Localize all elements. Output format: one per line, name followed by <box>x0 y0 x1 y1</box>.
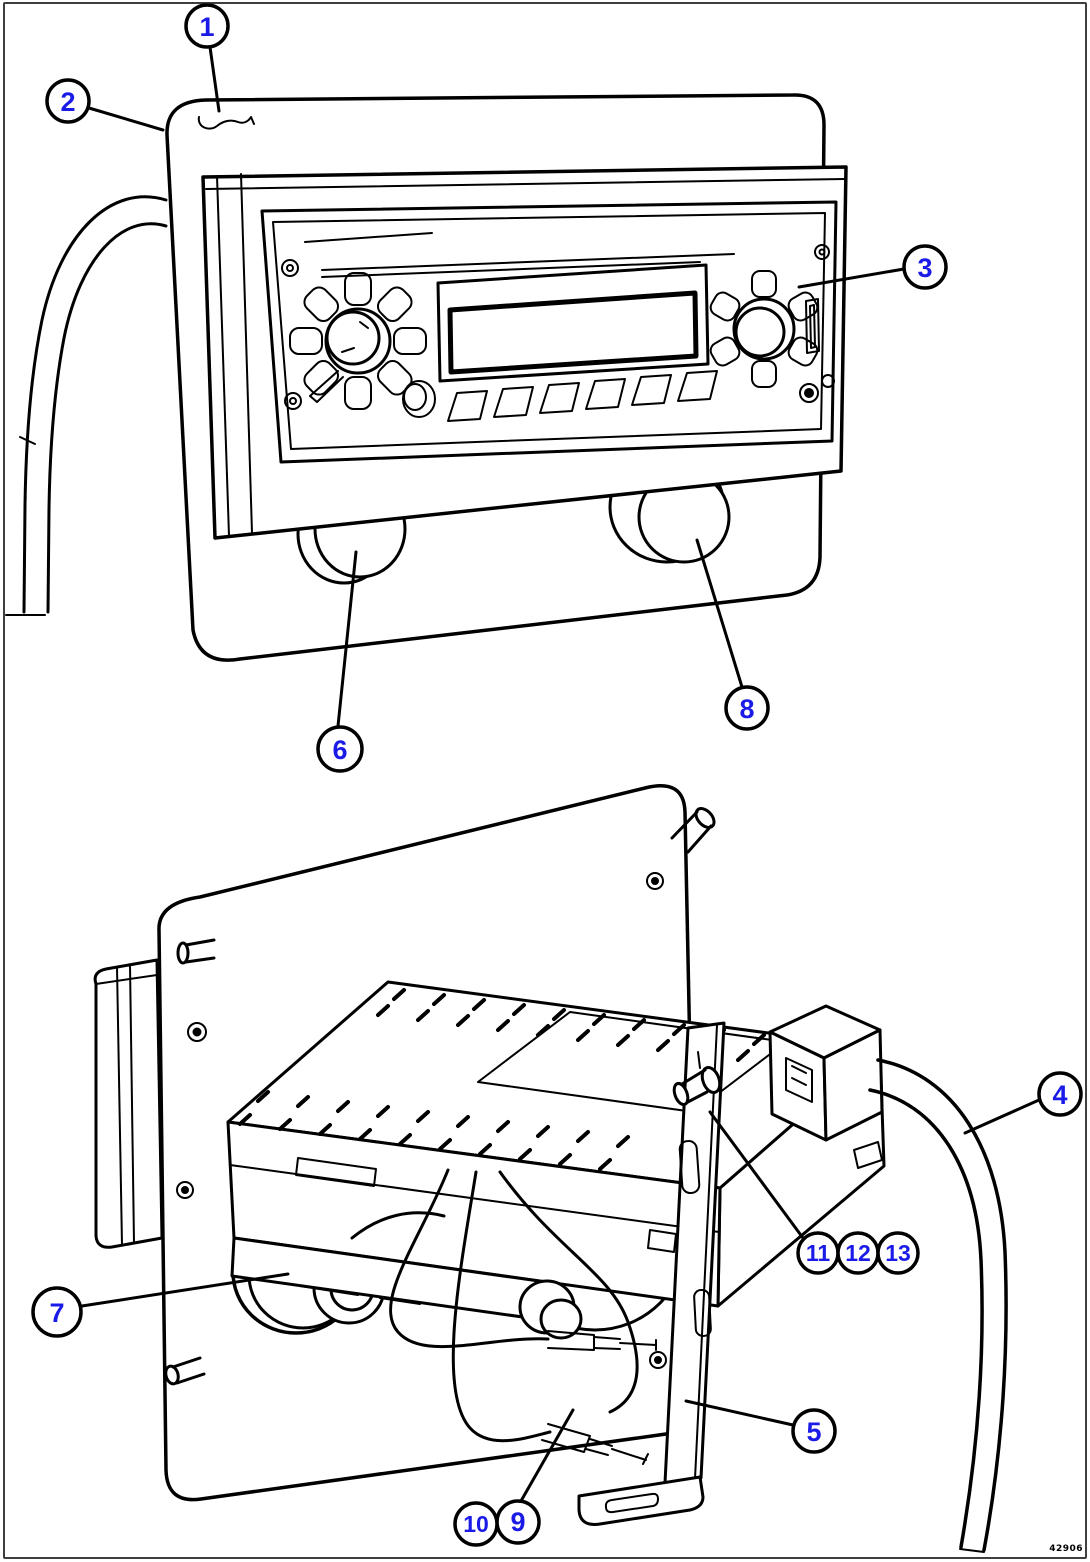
callout-11[interactable]: 11 <box>796 1231 840 1275</box>
side-flange <box>93 958 164 1249</box>
callout-3[interactable]: 3 <box>902 244 948 290</box>
power-cable <box>868 1058 1008 1553</box>
connector-block <box>768 1004 884 1142</box>
bracket-stud-assembly <box>672 1051 722 1107</box>
svg-text:1: 1 <box>199 12 214 42</box>
callout-5[interactable]: 5 <box>791 1408 837 1454</box>
svg-text:9: 9 <box>510 1507 525 1537</box>
callout-4[interactable]: 4 <box>1037 1071 1083 1117</box>
svg-text:2: 2 <box>60 87 75 117</box>
callout-2[interactable]: 2 <box>45 78 91 124</box>
chassis-perforations <box>238 988 766 1171</box>
callout-10[interactable]: 10 <box>453 1501 499 1547</box>
svg-text:7: 7 <box>49 1298 64 1328</box>
panel-studs <box>164 807 716 1386</box>
svg-text:12: 12 <box>845 1240 871 1266</box>
svg-text:10: 10 <box>463 1511 489 1537</box>
antenna-cable <box>5 195 168 616</box>
svg-text:11: 11 <box>806 1240 831 1266</box>
svg-text:3: 3 <box>917 253 932 283</box>
svg-text:5: 5 <box>806 1417 821 1447</box>
callout-9[interactable]: 9 <box>495 1499 541 1545</box>
svg-text:13: 13 <box>885 1240 911 1266</box>
page-border <box>3 2 1087 1559</box>
svg-text:6: 6 <box>332 735 347 765</box>
leader-lines <box>80 45 1041 1503</box>
callout-8[interactable]: 8 <box>724 685 770 731</box>
faceplate-screws <box>281 244 835 410</box>
wiring-harness <box>350 1168 657 1465</box>
callouts: 1 2 3 4 5 6 7 8 <box>31 3 1083 1547</box>
figure-number: 42906 <box>1049 1544 1083 1554</box>
panel-screw-holes <box>176 872 667 1369</box>
rear-view-figure <box>93 783 1008 1553</box>
callout-13[interactable]: 13 <box>876 1231 920 1275</box>
display-window <box>436 263 710 383</box>
wire-plug-lower <box>541 1423 649 1465</box>
svg-text:8: 8 <box>739 694 754 724</box>
left-knob-cluster <box>289 272 427 410</box>
callout-1[interactable]: 1 <box>184 3 230 49</box>
callout-6[interactable]: 6 <box>316 725 364 773</box>
right-knob-cluster <box>281 244 835 410</box>
retainer-hook <box>197 116 255 130</box>
front-view-figure <box>5 93 848 662</box>
wire-plug-upper <box>547 1330 657 1351</box>
callout-12[interactable]: 12 <box>836 1231 880 1275</box>
preset-button-row <box>402 370 718 422</box>
callout-7[interactable]: 7 <box>31 1286 83 1338</box>
svg-text:4: 4 <box>1052 1080 1067 1110</box>
